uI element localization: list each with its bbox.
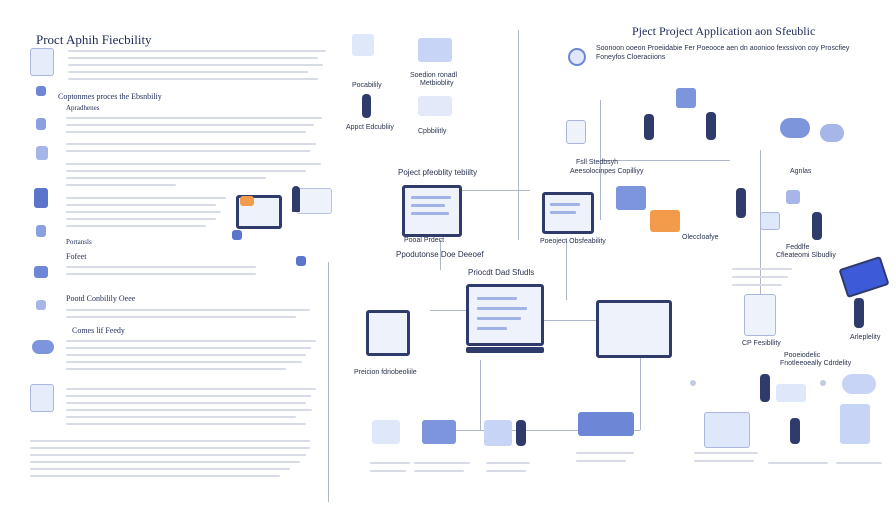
person-figure [760,374,770,402]
person-figure [362,94,371,118]
person-figure [516,420,526,446]
server-illustration [840,404,870,444]
document-icon [34,188,48,208]
monitor-illustration [542,192,594,234]
cloud-icon [842,374,876,394]
left-panel: Proct Aphih Fiecbility Coptonmes proces … [0,0,330,512]
label: Poeoject Obsfeability [540,238,606,245]
section-subheading: Apradhenes [66,104,100,112]
person-figure [644,114,654,140]
right-panel-subtitle: Soonoon ooeon Proeiidabie Fer Poeooce ae… [596,45,850,61]
document-thumbnail [30,384,54,412]
label: Cfleateomi Slbudliy [776,252,836,259]
document-icon [36,146,48,160]
server-illustration [676,88,696,108]
label: Preicion fdriobeoliile [354,369,417,376]
main-monitor-illustration [466,284,544,346]
plant-illustration [820,124,844,142]
label: Pooal Prdect [404,237,445,244]
person-figure [854,298,864,328]
person-figure [292,186,300,212]
cube-icon [760,212,780,230]
label: Priocdt Dad Sfudls [468,268,535,277]
cube-icon [296,256,306,266]
chat-bubble-icon [240,196,254,206]
section-heading: Portansls [66,238,92,246]
monitor-illustration [596,300,672,358]
laptop-illustration [616,186,646,210]
label: Metbioblity [420,80,454,87]
document-icon [36,300,46,310]
section-heading: Fofeet [66,252,87,261]
person-figure [736,188,746,218]
document-icon [36,86,46,96]
section-heading: Comes lif Feedy [72,326,125,335]
monitor-illustration [402,185,462,237]
target-icon [568,48,586,66]
desk-illustration [418,96,452,116]
label: Fsll Stedbsyh [576,159,619,166]
label: Appct Edcubliiy [346,124,394,131]
cube-icon [232,230,242,240]
document-icon [36,225,46,237]
folder-illustration [578,412,634,436]
label: Pooeiodelic [784,352,821,359]
box-illustration [422,420,456,444]
document-icon [36,118,46,130]
label: Cpbbilitly [418,128,447,135]
plant-illustration [780,118,810,138]
cube-icon [786,190,800,204]
label: Aeesolocinpes Copilliyy [570,168,644,175]
box-illustration [372,420,400,444]
label: Feddlfe [786,244,810,251]
people-group-illustration [352,34,374,56]
label: CP Fesibllity [742,340,781,347]
label: Soedion ronadl [410,72,458,79]
label: Pocabilily [352,82,382,89]
right-panel-title: Pject Project Application aon Sfeublic [632,24,816,38]
person-figure [790,418,800,444]
person-figure [812,212,822,240]
label: Fnotleeoeally Cdrdelity [780,360,852,367]
server-illustration [484,420,512,446]
section-heading: Pootd Conbilily Oeee [66,294,136,303]
document-card [566,120,586,144]
people-group-illustration [418,38,452,62]
left-panel-title: Proct Aphih Fiecbility [36,32,152,47]
server-rack-illustration [704,412,750,448]
tablet-illustration [838,255,890,299]
label: Oleccloafye [682,234,719,241]
label: Poject pfeoblity tebiilty [398,168,478,177]
desk-illustration [776,384,806,402]
document-stack [744,294,776,336]
box-illustration [650,210,680,232]
tablet-illustration [366,310,410,356]
label: Arleplelity [850,334,881,341]
person-figure [706,112,716,140]
section-heading: Coptonmes proces the Ebsnbiliy [58,92,162,101]
cloud-icon [32,340,54,354]
document-card [296,188,332,214]
label: Agnlas [790,168,812,175]
laptop-illustration [236,195,282,229]
document-thumbnail [30,48,54,76]
document-icon [34,266,48,278]
label: Ppodutonse Doe Deeoef [396,250,484,259]
